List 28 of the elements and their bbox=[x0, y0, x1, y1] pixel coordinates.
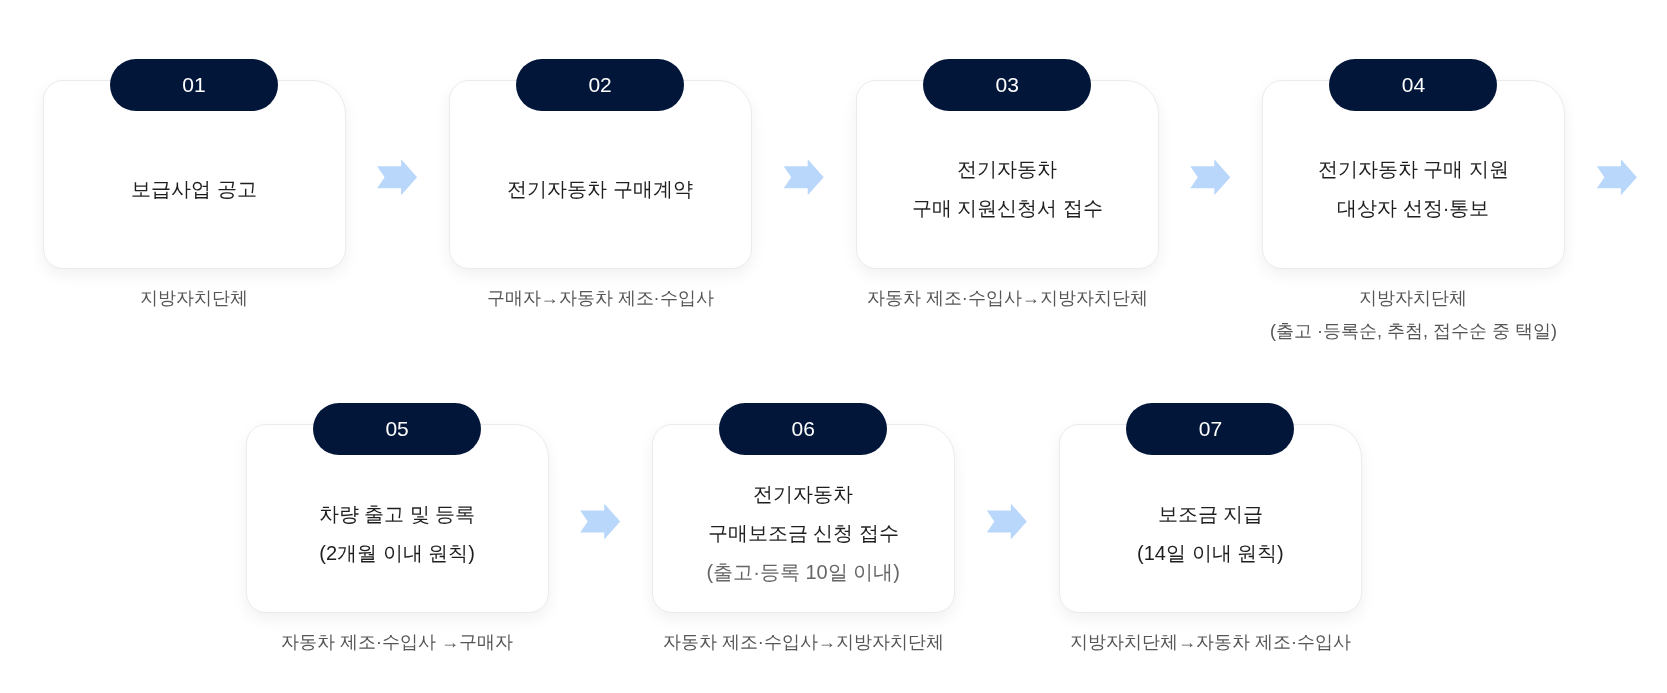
arrow bbox=[1190, 159, 1231, 196]
step-number-badge: 02 bbox=[516, 58, 685, 111]
arrow bbox=[580, 503, 621, 540]
step-text: 전기자동차 구매 지원신청서 접수 bbox=[911, 157, 1103, 222]
arrow bbox=[783, 159, 824, 196]
step-number-badge: 03 bbox=[923, 58, 1092, 111]
step-text: 보조금 지급 (14일 이내 원칙) bbox=[1137, 501, 1284, 566]
step-number-badge: 06 bbox=[719, 403, 888, 455]
step-note: (출고·등록 10일 이내) bbox=[706, 560, 900, 585]
step-number-badge: 01 bbox=[110, 58, 278, 111]
step-text: 전기자동차 구매보조금 신청 접수 bbox=[707, 482, 899, 546]
step-caption: 지방자치단체→자동차 제조·수입사 bbox=[1069, 631, 1351, 654]
step-text: 보급사업 공고 bbox=[131, 176, 257, 202]
step-caption: 자동차 제조·수입사→지방자치단체 bbox=[662, 631, 944, 654]
step-number-badge: 04 bbox=[1329, 58, 1498, 111]
step-text: 전기자동차 구매 지원 대상자 선정·통보 bbox=[1317, 157, 1509, 222]
step-text: 전기자동차 구매계약 bbox=[507, 176, 693, 202]
step-caption: 자동차 제조·수입사→지방자치단체 bbox=[866, 286, 1148, 310]
step-text: 차량 출고 및 등록 (2개월 이내 원칙) bbox=[318, 501, 476, 566]
arrow bbox=[986, 503, 1027, 540]
step-caption: 자동차 제조·수입사 →구매자 bbox=[281, 631, 514, 654]
step-caption: 지방자치단체 (출고 ·등록순, 추첨, 접수순 중 택일) bbox=[1269, 286, 1557, 343]
arrow bbox=[1596, 159, 1637, 196]
step-number-badge: 07 bbox=[1126, 403, 1295, 455]
arrow bbox=[377, 159, 418, 196]
step-number-badge: 05 bbox=[313, 403, 482, 455]
step-caption: 지방자치단체 bbox=[140, 286, 248, 310]
step-caption: 구매자→자동차 제조·수입사 bbox=[486, 286, 714, 310]
